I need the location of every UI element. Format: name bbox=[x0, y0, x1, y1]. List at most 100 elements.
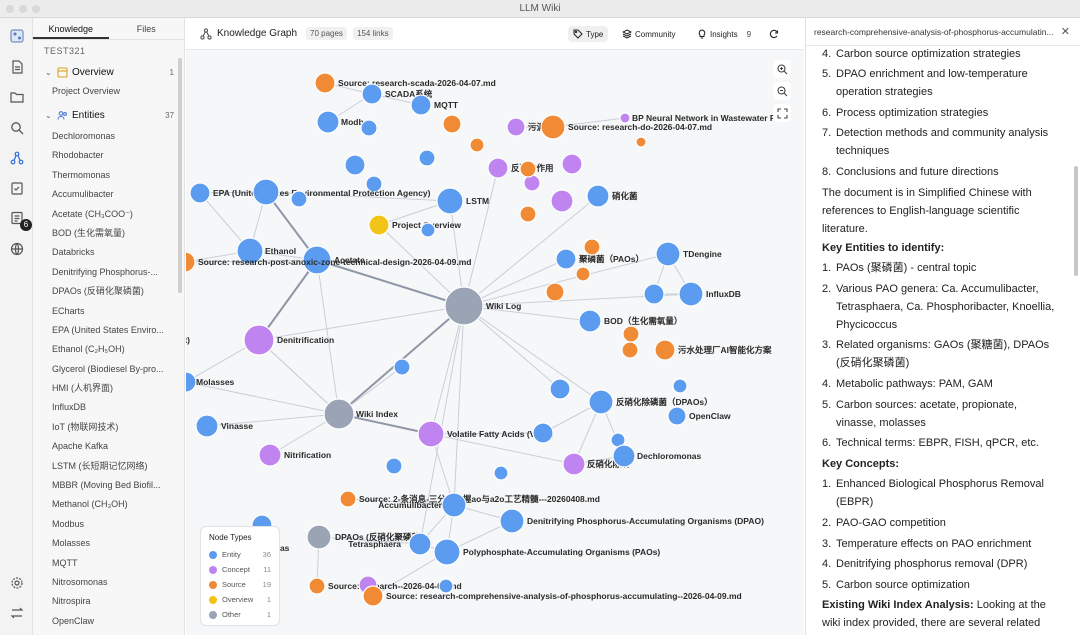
community-button[interactable]: Community bbox=[617, 26, 680, 42]
graph-node-blue2[interactable] bbox=[418, 149, 436, 167]
swap-icon[interactable] bbox=[8, 604, 25, 621]
graph-node-tetras[interactable] bbox=[408, 532, 432, 556]
close-icon[interactable]: ✕ bbox=[1060, 26, 1070, 38]
checklist-icon[interactable] bbox=[8, 179, 25, 196]
zoom-window-icon[interactable] bbox=[32, 5, 40, 13]
graph-node-orange4[interactable] bbox=[519, 205, 537, 223]
tab-knowledge[interactable]: Knowledge bbox=[33, 18, 109, 39]
globe-icon[interactable] bbox=[8, 240, 25, 257]
sidebar-entity-item[interactable]: OpenClaw bbox=[52, 615, 95, 626]
sidebar-entity-item[interactable]: Rhodobacter bbox=[52, 150, 104, 161]
graph-node-acetate[interactable] bbox=[302, 245, 332, 275]
graph-node-nitrification[interactable] bbox=[258, 443, 282, 467]
graph-node-mqtt[interactable] bbox=[410, 94, 432, 116]
graph-node-denit_action[interactable] bbox=[487, 157, 509, 179]
graph-node-bod[interactable] bbox=[578, 309, 602, 333]
graph-node-proj[interactable] bbox=[368, 214, 390, 236]
graph-node-epa[interactable] bbox=[189, 182, 211, 204]
graph-node-purple3[interactable] bbox=[550, 189, 574, 213]
window-controls[interactable] bbox=[6, 5, 40, 13]
graph-node-src_anoxic[interactable] bbox=[186, 251, 196, 273]
graph-node-influx[interactable] bbox=[678, 281, 704, 307]
zoom-in-button[interactable] bbox=[773, 60, 791, 78]
sidebar-entity-item[interactable]: Molasses bbox=[52, 538, 91, 549]
graph-node-vfas[interactable] bbox=[417, 420, 445, 448]
graph-node-do[interactable] bbox=[540, 114, 566, 140]
sidebar-entity-item[interactable]: DPAOs (反硝化聚磷菌) bbox=[52, 286, 144, 297]
graph-node-ethanol[interactable] bbox=[236, 237, 264, 265]
minimize-window-icon[interactable] bbox=[19, 5, 27, 13]
graph-node-blue3[interactable] bbox=[344, 154, 366, 176]
sidebar-entity-item[interactable]: MBBR (Moving Bed Biofil... bbox=[52, 480, 161, 491]
graph-node-blue6[interactable] bbox=[393, 358, 411, 376]
graph-node-src_news[interactable] bbox=[339, 490, 357, 508]
graph-node-orange2[interactable] bbox=[469, 137, 485, 153]
review-icon[interactable] bbox=[8, 209, 25, 226]
graph-node-wikiindex[interactable] bbox=[323, 398, 355, 430]
sidebar-entity-item[interactable]: Nitrosomonas bbox=[52, 576, 108, 587]
sidebar-entity-item[interactable]: HMI (人机界面) bbox=[52, 383, 113, 394]
graph-node-blue8[interactable] bbox=[672, 378, 688, 394]
sidebar-entity-item[interactable]: Glycerol (Biodiesel By-pro... bbox=[52, 363, 164, 374]
graph-node-orange3[interactable] bbox=[519, 160, 537, 178]
sidebar-entity-item[interactable]: Accumulibacter bbox=[52, 189, 114, 200]
sidebar-entity-item[interactable]: InfluxDB bbox=[52, 402, 87, 413]
graph-node-scada[interactable] bbox=[361, 83, 383, 105]
graph-node-orange6[interactable] bbox=[575, 266, 591, 282]
graph-node-molasses[interactable] bbox=[186, 371, 197, 393]
sidebar-entity-item[interactable]: ECharts bbox=[52, 305, 85, 316]
graph-node-vinasse[interactable] bbox=[195, 414, 219, 438]
graph-node-openclaw[interactable] bbox=[667, 406, 687, 426]
graph-node-blue5[interactable] bbox=[643, 283, 665, 305]
graph-node-glycerol[interactable] bbox=[243, 324, 275, 356]
graph-node-blue11[interactable] bbox=[385, 457, 403, 475]
sidebar-scrollbar[interactable] bbox=[178, 58, 182, 293]
type-button[interactable]: Type bbox=[568, 26, 609, 42]
graph-node-blue14[interactable] bbox=[438, 578, 454, 594]
sidebar-entity-item[interactable]: Ethanol (C₂H₅OH) bbox=[52, 344, 125, 355]
graph-node-orange5[interactable] bbox=[583, 238, 601, 256]
search-icon[interactable] bbox=[8, 119, 25, 136]
close-window-icon[interactable] bbox=[6, 5, 14, 13]
insights-button[interactable]: Insights 9 bbox=[692, 26, 756, 42]
sidebar-entity-item[interactable]: Denitrifying Phosphorus-... bbox=[52, 266, 159, 277]
sidebar-item-project-overview[interactable]: Project Overview bbox=[52, 86, 121, 96]
graph-node-orange1[interactable] bbox=[442, 114, 462, 134]
graph-node-blue4[interactable] bbox=[365, 175, 383, 193]
graph-node-nitrite[interactable] bbox=[586, 184, 610, 208]
graph-node-modbus[interactable] bbox=[316, 110, 340, 134]
graph-node-proj_b[interactable] bbox=[420, 222, 436, 238]
sidebar-entity-item[interactable]: Nitrospira bbox=[52, 596, 91, 607]
graph-node-src_phos[interactable] bbox=[362, 585, 384, 607]
sidebar-entity-item[interactable]: Dechloromonas bbox=[52, 131, 116, 141]
graph-node-mid1[interactable] bbox=[290, 190, 308, 208]
sidebar-entity-item[interactable]: Methanol (CH₃OH) bbox=[52, 499, 128, 510]
graph-node-blue12[interactable] bbox=[493, 465, 509, 481]
graph-node-scada_src[interactable] bbox=[314, 72, 336, 94]
sidebar-entity-item[interactable]: BOD (生化需氧量) bbox=[52, 227, 125, 238]
graph-node-orange7[interactable] bbox=[545, 282, 565, 302]
graph-node-dpao_full[interactable] bbox=[499, 508, 525, 534]
folder-icon[interactable] bbox=[8, 88, 25, 105]
graph-node-meth[interactable] bbox=[252, 178, 280, 206]
chevron-down-icon[interactable]: ⌄ bbox=[45, 67, 52, 77]
graph-canvas[interactable]: Source: research-scada-2026-04-07.mdSCAD… bbox=[186, 50, 804, 635]
sidebar-entity-item[interactable]: IoT (物联网技术) bbox=[52, 421, 119, 432]
graph-node-orange9[interactable] bbox=[621, 341, 639, 359]
section-entities[interactable]: ⌄ Entities 37 bbox=[33, 105, 184, 125]
chevron-down-icon[interactable]: ⌄ bbox=[45, 110, 52, 120]
sidebar-entity-item[interactable]: Acetate (CH₃COO⁻) bbox=[52, 208, 133, 219]
graph-node-accum[interactable] bbox=[441, 492, 467, 518]
settings-icon[interactable] bbox=[8, 574, 25, 591]
graph-node-blue7[interactable] bbox=[549, 378, 571, 400]
sidebar-entity-item[interactable]: Modbus bbox=[52, 518, 85, 529]
sidebar-entity-item[interactable]: Databricks bbox=[52, 247, 95, 258]
sidebar-entity-item[interactable]: Thermomonas bbox=[52, 169, 111, 180]
graph-node-wikilog[interactable] bbox=[444, 286, 484, 326]
graph-node-tdengine[interactable] bbox=[655, 241, 681, 267]
graph-node-small1[interactable] bbox=[635, 136, 647, 148]
graph-node-dpaos2[interactable] bbox=[306, 524, 332, 550]
sidebar-entity-item[interactable]: Apache Kafka bbox=[52, 441, 109, 452]
graph-node-bp[interactable] bbox=[619, 112, 631, 124]
graph-icon[interactable] bbox=[8, 149, 25, 166]
